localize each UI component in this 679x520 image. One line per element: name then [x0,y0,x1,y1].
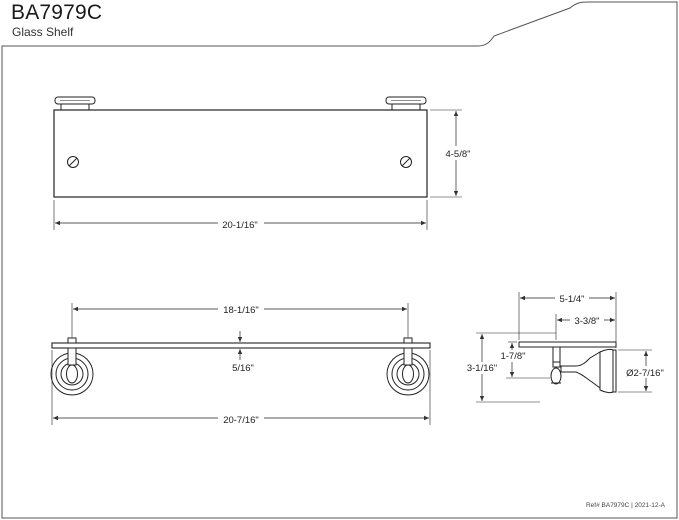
mount-spacing-label: 18-1/16" [223,305,259,316]
front-height-label: 4-5/8" [445,149,470,160]
overall-width-label: 20-7/16" [223,415,259,426]
reference-code: Ref# BA7979C | 2021-12-A [585,502,665,509]
bracket-left [50,347,94,396]
front-width-label: 20-1/16" [222,220,258,231]
glass-thickness-label: 5/16" [232,363,254,374]
bracket-depth-label: 3-3/8" [574,316,599,327]
glass-height-label: 1-7/8" [500,351,525,362]
flange-diameter-label: Ø2-7/16" [626,368,664,379]
glass-shelf-side [51,342,431,349]
side-view [50,303,431,425]
front-view [53,96,462,230]
profile-view [476,292,652,403]
rail-cap-right [385,96,427,111]
bracket-right [386,347,430,396]
rail-cap-left [54,96,96,111]
mount-height-label: 3-1/16" [467,363,497,374]
profile-depth-label: 5-1/4" [559,294,584,305]
product-name: Glass Shelf [12,25,74,39]
glass-edge-profile [518,341,617,348]
model-number: BA7979C [11,1,103,24]
glass-panel-front [53,109,428,198]
